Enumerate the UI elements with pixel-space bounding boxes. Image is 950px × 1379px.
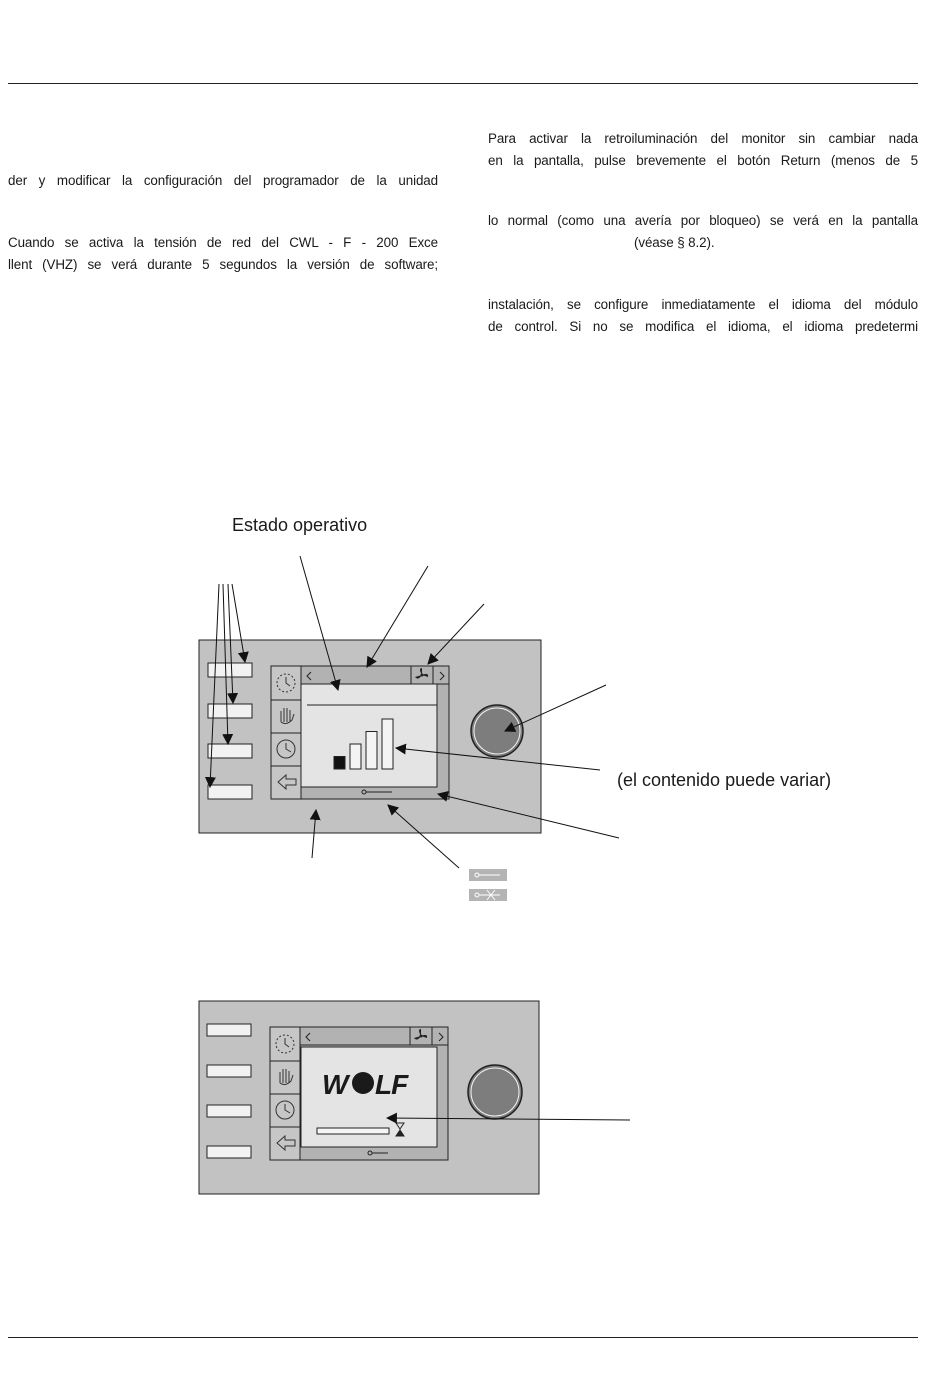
left-p1-line-1: der y modificar la configuración del pro… [8,173,438,188]
right-p1-line-1: Para activar la retroiluminación del mon… [488,131,918,146]
hand-icon [280,708,295,725]
svg-text:W: W [322,1069,351,1100]
fan-level-bar-4 [381,718,394,770]
fan-level-bar-2 [349,743,362,770]
right-p1-line-2: en la pantalla, pulse brevemente el botó… [488,153,918,168]
key-locked-symbol [469,889,507,901]
side-button-2-3[interactable] [206,1104,252,1118]
loading-progress-bar [316,1127,390,1135]
fan-level-chart [333,718,394,770]
timer-dashed-icon [276,673,296,693]
knob-ring [473,707,521,755]
chevron-right-icon-2 [438,1032,444,1042]
left-paragraph-1: der y modificar la configuración del pro… [8,170,438,192]
fan-level-bar-1 [333,756,346,770]
right-p3-line-1: instalación, se configure inmediatamente… [488,297,918,312]
operating-state-label: Estado operativo [232,515,368,535]
right-p3-line-2: de control. Si no se modifica el idioma,… [488,319,918,334]
hand-icon-2 [279,1069,294,1086]
fan-icon [415,668,429,679]
side-button-2-4[interactable] [206,1145,252,1159]
clock-icon [276,739,296,759]
bottom-key-bar [361,789,392,795]
fan-level-bar-3 [365,731,378,770]
back-arrow-icon [277,773,297,791]
wolf-logo: W LF [322,1069,410,1100]
side-button-2-1[interactable] [206,1023,252,1037]
top-rule [8,83,918,84]
knob-ring-2 [470,1067,520,1117]
right-paragraph-2: lo normal (como una avería por bloqueo) … [488,210,918,254]
side-button-2-2[interactable] [206,1064,252,1078]
clock-icon-2 [275,1100,295,1120]
right-p2-line-1: lo normal (como una avería por bloqueo) … [488,213,918,228]
side-button-1[interactable] [207,662,253,678]
svg-text:LF: LF [375,1069,409,1100]
chevron-left-icon-2 [305,1032,311,1042]
chevron-right-icon [439,671,445,681]
left-p2-line-2: llent (VHZ) se verá durante 5 segundos l… [8,257,438,272]
chevron-left-icon [306,671,312,681]
top-status-bar-2 [300,1027,448,1046]
right-paragraph-3: instalación, se configure inmediatamente… [488,294,918,338]
back-arrow-icon-2 [276,1134,296,1152]
key-unlocked-symbol [469,869,507,881]
right-paragraph-1: Para activar la retroiluminación del mon… [488,128,918,172]
timer-dashed-icon-2 [275,1034,295,1054]
left-paragraph-2: Cuando se activa la tensión de red del C… [8,232,438,276]
side-button-4[interactable] [207,784,253,800]
hourglass-icon [395,1122,405,1137]
content-varies-label: (el contenido puede variar) [617,770,832,790]
rotary-knob[interactable] [470,704,524,758]
rotary-knob-2[interactable] [467,1064,523,1120]
bottom-key-bar-2 [367,1150,388,1156]
right-p2-line-2: (véase § 8.2). [634,235,715,250]
left-p2-line-1: Cuando se activa la tensión de red del C… [8,235,438,250]
fan-icon-2 [414,1029,428,1040]
bottom-rule [8,1337,918,1338]
